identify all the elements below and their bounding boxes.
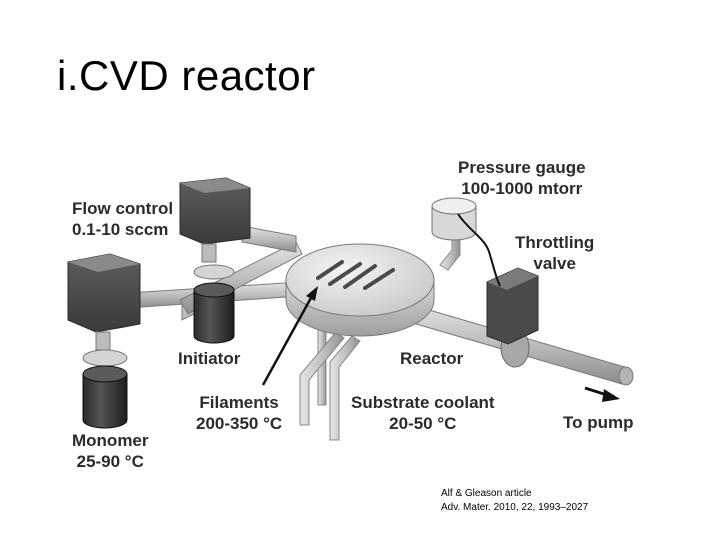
initiator-flow-controller xyxy=(179,177,251,344)
pressure-gauge-name: Pressure gauge xyxy=(458,158,586,177)
pressure-gauge xyxy=(431,197,501,287)
coolant-lines xyxy=(299,324,361,441)
to-pump-label: To pump xyxy=(563,413,634,432)
monomer-temp: 25-90 °C xyxy=(76,452,144,471)
reactor-label: Reactor xyxy=(400,349,464,368)
reactor-chamber xyxy=(285,243,435,337)
citation-line2: Adv. Mater. 2010, 22, 1993–2027 xyxy=(441,502,589,513)
flow-control-name: Flow control xyxy=(72,199,174,218)
flow-control-label: Flow control 0.1-10 sccm xyxy=(72,198,173,240)
citation: Alf & Gleason article Adv. Mater. 2010, … xyxy=(441,487,588,515)
pressure-gauge-range: 100-1000 mtorr xyxy=(461,179,583,198)
filaments-arrow xyxy=(261,286,318,386)
throttling-valve-label: Throttling valve xyxy=(515,232,594,274)
monomer-name: Monomer xyxy=(72,431,149,450)
initiator-label: Initiator xyxy=(178,349,241,368)
substrate-coolant-name: Substrate coolant xyxy=(351,393,495,412)
slide-title: i.CVD reactor xyxy=(57,52,316,99)
flow-control-range: 0.1-10 sccm xyxy=(72,220,169,239)
pressure-gauge-label: Pressure gauge 100-1000 mtorr xyxy=(458,157,586,199)
throttling-valve-line1: Throttling xyxy=(515,233,595,252)
substrate-coolant-label: Substrate coolant 20-50 °C xyxy=(351,392,495,434)
filaments-temp: 200-350 °C xyxy=(196,414,283,433)
throttling-valve-line2: valve xyxy=(533,254,576,273)
monomer-flow-controller xyxy=(67,253,141,429)
filament-wires xyxy=(316,260,395,290)
filaments-label: Filaments 200-350 °C xyxy=(196,392,282,434)
monomer-label: Monomer 25-90 °C xyxy=(72,430,149,472)
substrate-coolant-temp: 20-50 °C xyxy=(389,414,457,433)
to-pump-arrow xyxy=(584,386,620,402)
citation-line1: Alf & Gleason article xyxy=(441,488,532,499)
filaments-name: Filaments xyxy=(199,393,279,412)
